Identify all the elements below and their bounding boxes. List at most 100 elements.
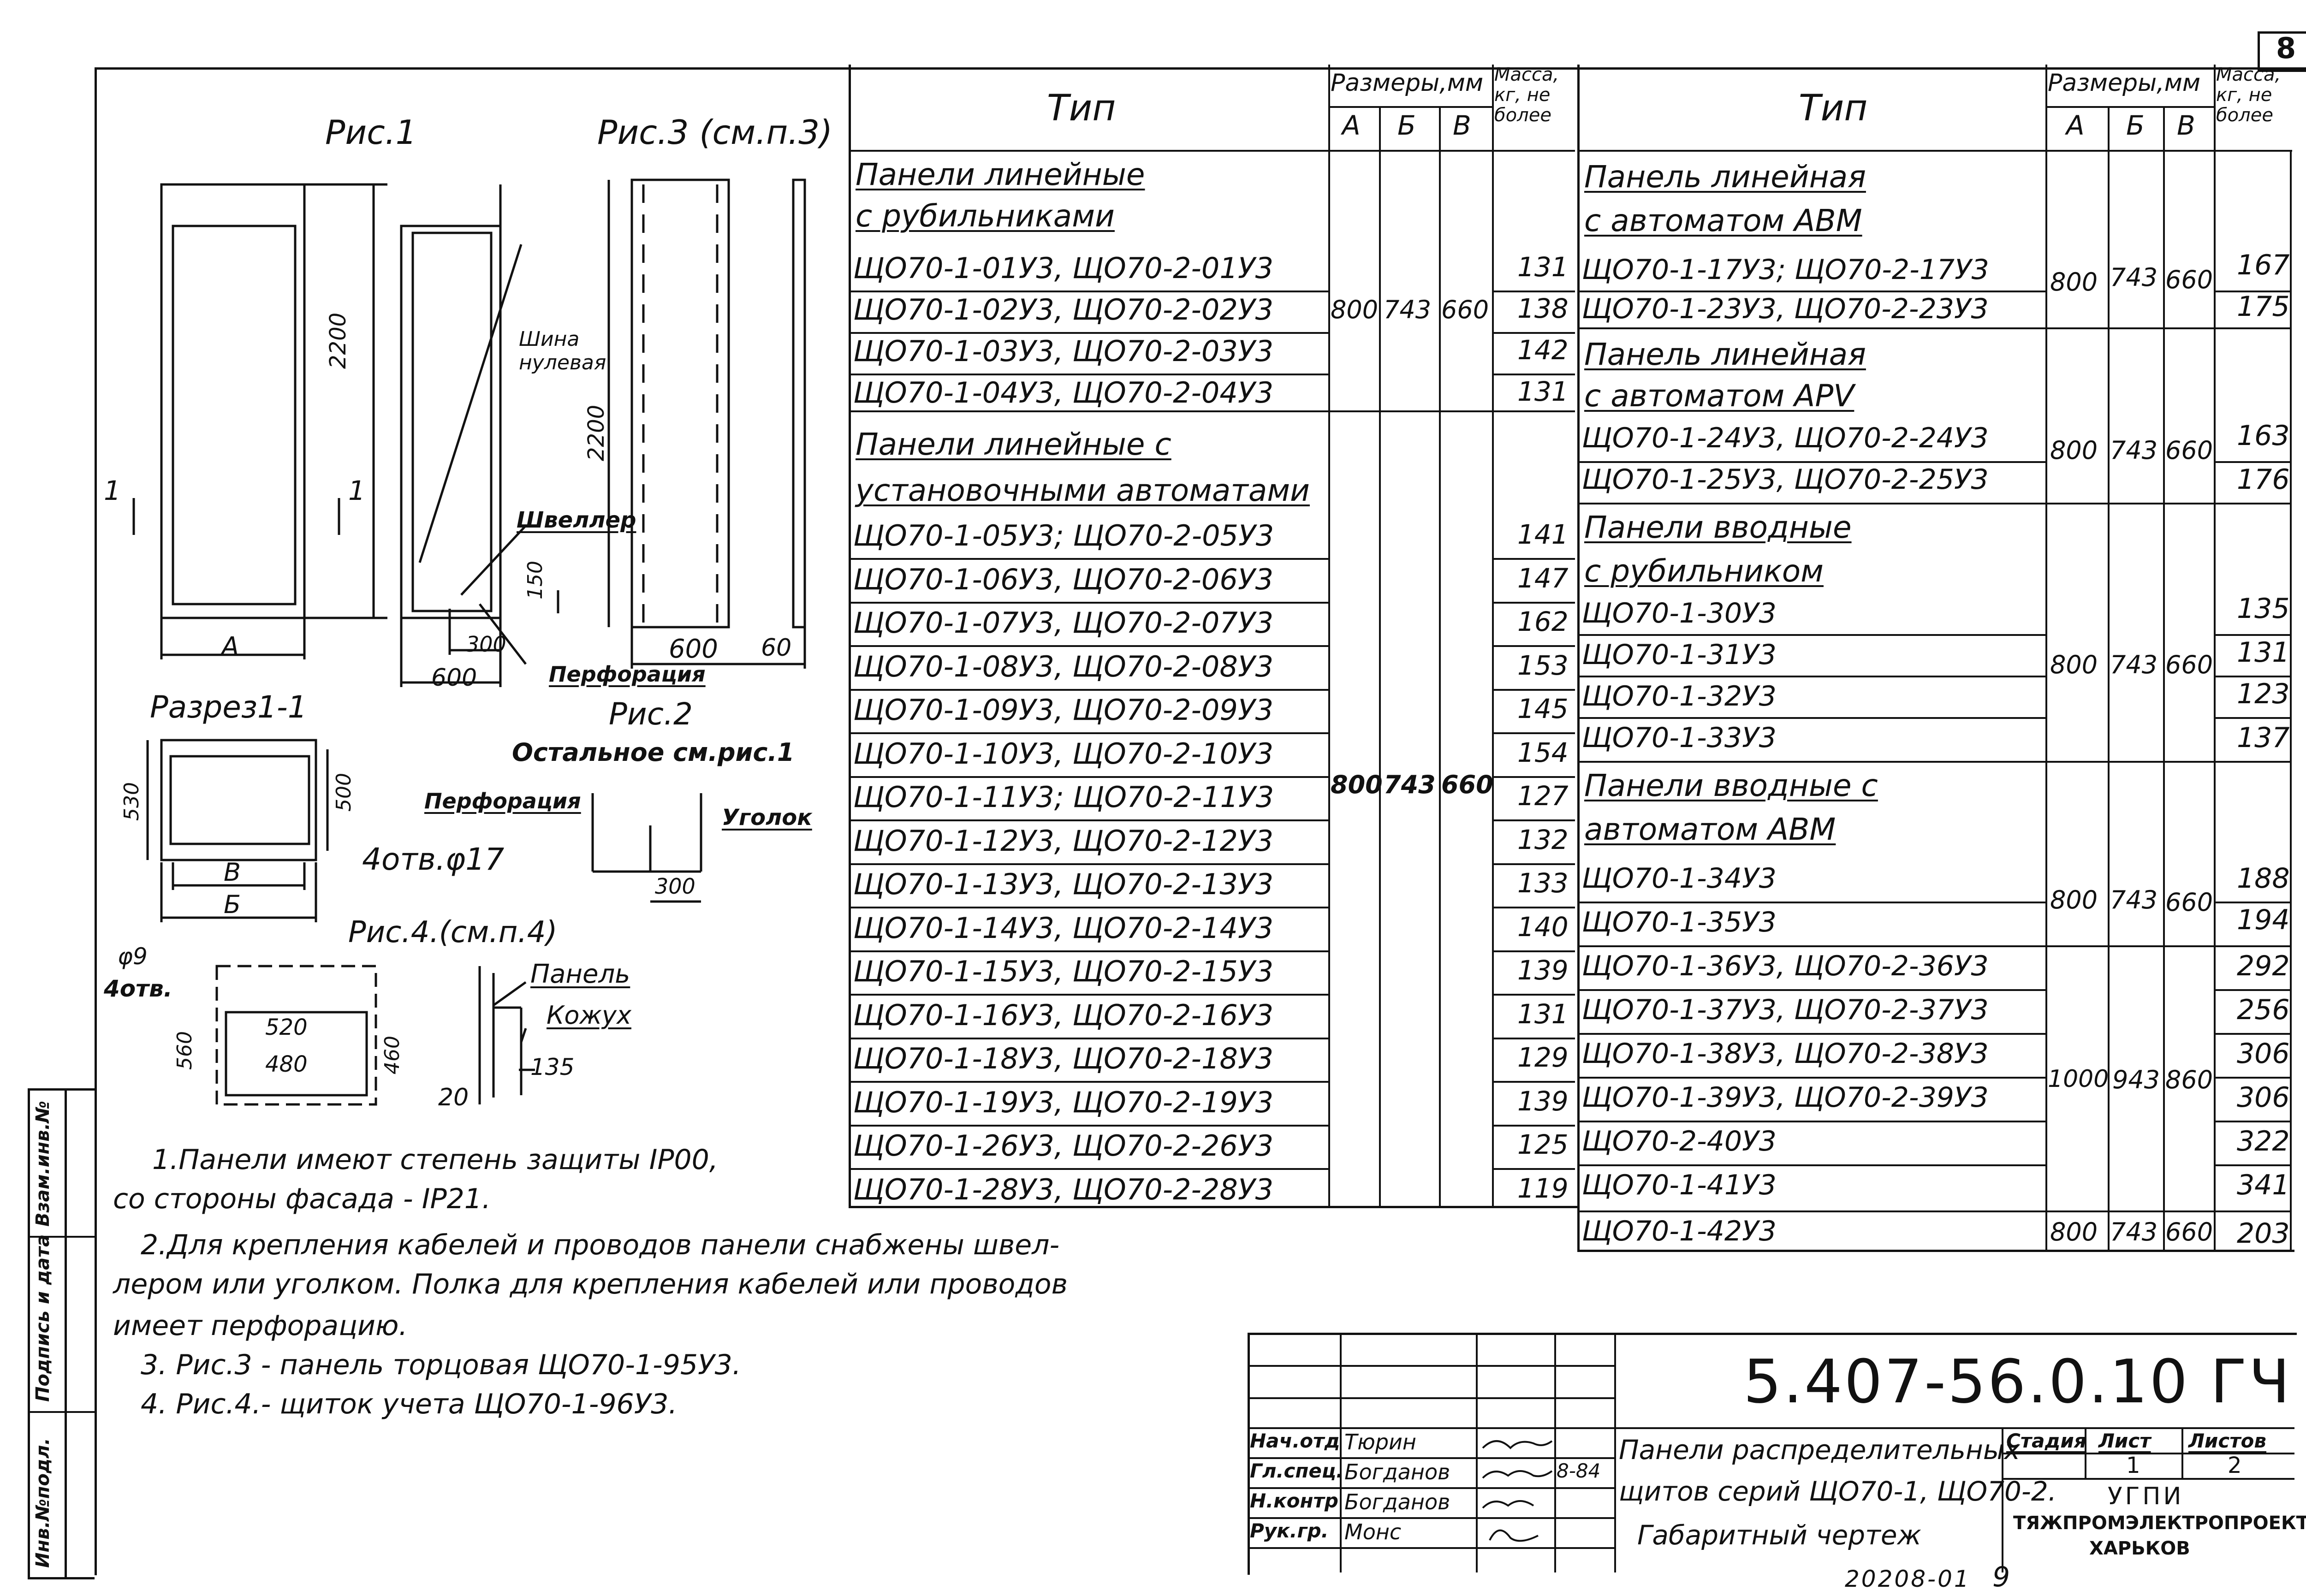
label-bus: Шина нулевая	[519, 327, 606, 374]
table-row-mass: 125	[1517, 1129, 1569, 1160]
sheet-label: Лист	[2098, 1430, 2151, 1452]
table-row: ЩО70-1-23У3, ЩО70-2-23У3	[1582, 293, 1989, 325]
table-row: ЩО70-1-33У3	[1582, 722, 1777, 754]
dim-60: 60	[761, 634, 792, 662]
table-row-mass: 133	[1517, 867, 1569, 899]
left-g1-size-B: 743	[1384, 295, 1432, 324]
table-row-mass: 256	[2237, 994, 2290, 1026]
table-row: ЩО70-1-36У3, ЩО70-2-36У3	[1582, 950, 1989, 982]
table-row: ЩО70-1-07У3, ЩО70-2-07У3	[853, 606, 1274, 640]
name-group-lead: Монс	[1344, 1519, 1402, 1544]
right-table-frame	[1577, 65, 2294, 1252]
table-row: ЩО70-1-04У3, ЩО70-2-04У3	[853, 376, 1274, 409]
table-row: ЩО70-1-03У3, ЩО70-2-03У3	[853, 334, 1274, 368]
table-row-mass: 153	[1517, 649, 1569, 681]
table-row-mass: 127	[1517, 780, 1569, 812]
right-g1-size-A: 800	[2050, 267, 2098, 297]
table-row: ЩО70-1-26У3, ЩО70-2-26У3	[853, 1129, 1274, 1163]
name-chief-spec: Богданов	[1344, 1460, 1450, 1484]
table-row: ЩО70-1-24У3, ЩО70-2-24У3	[1582, 422, 1989, 454]
table-row: ЩО70-1-38У3, ЩО70-2-38У3	[1582, 1038, 1989, 1070]
table-row: ЩО70-1-41У3	[1582, 1169, 1777, 1201]
dim-2200-fig3: 2200	[583, 404, 609, 461]
title-line-3: Габаритный чертеж	[1637, 1519, 1921, 1551]
table-row-mass: 132	[1517, 824, 1569, 855]
dim-600-fig2: 600	[431, 664, 477, 692]
fig1-title: Рис.1	[325, 113, 417, 152]
rest-see-label: Остальное см.рис.1	[512, 738, 795, 767]
table-row: 194	[2237, 904, 2290, 936]
right-g3-title1: Панели вводные	[1584, 510, 1852, 545]
label-perforation-fig2-detail: Перфорация	[424, 789, 581, 813]
right-g3-title2: с рубильником	[1584, 553, 1824, 589]
table-row: 131	[1517, 251, 1569, 283]
table-row-mass: 141	[1517, 519, 1569, 550]
table-row: ЩО70-1-09У3, ЩО70-2-09У3	[853, 693, 1274, 727]
label-panel: Панель	[530, 959, 630, 989]
left-header-A: А	[1342, 110, 1361, 141]
table-row: ЩО70-1-39У3, ЩО70-2-39У3	[1582, 1081, 1989, 1114]
note-line-7: 4. Рис.4.- щиток учета ЩО70-1-96У3.	[141, 1388, 678, 1420]
dim-480: 480	[265, 1051, 308, 1077]
fig4-outline	[215, 965, 377, 1106]
left-header-V: В	[1453, 110, 1471, 141]
table-row-mass: 139	[1517, 1085, 1569, 1117]
table-row: ЩО70-1-31У3	[1582, 639, 1777, 671]
table-row-mass: 322	[2237, 1125, 2290, 1157]
right-g6-size-A: 800	[2050, 1217, 2098, 1246]
table-row: ЩО70-1-06У3, ЩО70-2-06У3	[853, 562, 1274, 596]
right-g2-size-A: 800	[2050, 436, 2098, 465]
role-chief-spec: Гл.спец.	[1250, 1460, 1343, 1482]
right-g2-title2: с автоматом APV	[1584, 378, 1854, 414]
table-row: ЩО70-1-25У3, ЩО70-2-25У3	[1582, 463, 1989, 496]
note-line-6: 3. Рис.3 - панель торцовая ЩО70-1-95У3.	[141, 1349, 741, 1381]
role-head: Нач.отд	[1250, 1430, 1340, 1452]
table-row: ЩО70-1-34У3	[1582, 862, 1777, 895]
fig1-outline	[160, 183, 306, 619]
footer-page: 9	[1992, 1561, 2010, 1593]
dim-300-detail: 300	[655, 874, 695, 899]
org-line-2: ТЯЖПРОМЭЛЕКТРОПРОЕКТ	[2013, 1513, 2306, 1534]
table-row: 175	[2237, 291, 2290, 323]
left-header-sizes: Размеры,мм	[1331, 69, 1484, 97]
section-mark-left: 1	[104, 475, 121, 506]
fig1-inner	[172, 225, 297, 605]
role-norm-control: Н.контр	[1250, 1489, 1338, 1512]
table-row: 123	[2237, 678, 2290, 710]
table-row-mass: 306	[2237, 1081, 2290, 1114]
right-g3-size-V: 660	[2165, 650, 2213, 679]
right-header-type: Тип	[1799, 88, 1868, 129]
note-line-1: 1.Панели имеют степень защиты IP00,	[152, 1144, 718, 1176]
table-row: 167	[2237, 249, 2290, 281]
dim-phi9: φ9	[118, 943, 148, 970]
table-row-mass: 147	[1517, 562, 1569, 594]
dim-520: 520	[265, 1015, 308, 1040]
table-row: 131	[1517, 376, 1569, 407]
drawing-svg	[132, 178, 806, 1106]
right-g3-size-B: 743	[2110, 650, 2158, 679]
right-header-sizes: Размеры,мм	[2048, 69, 2201, 97]
title-line-1: Панели распределительных	[1619, 1434, 2020, 1465]
table-row-mass: 139	[1517, 955, 1569, 986]
side-stamp-inv-sub: Инв.№подл.	[32, 1438, 53, 1568]
fig3-outline	[630, 178, 730, 629]
dim-B: Б	[224, 890, 241, 919]
right-g2-size-B: 743	[2110, 436, 2158, 465]
left-header-B: Б	[1397, 110, 1416, 141]
fig2-title: Рис.2	[609, 696, 693, 732]
dim-530: 530	[120, 782, 143, 821]
right-header-mass: Масса, кг, не более	[2216, 64, 2281, 126]
right-g6-mass: 203	[2237, 1217, 2290, 1250]
right-g2-title1: Панель линейная	[1584, 337, 1866, 372]
drawing-frame-left	[95, 67, 97, 1575]
left-g1-size-A: 800	[1331, 295, 1379, 324]
fig2-outline	[400, 225, 502, 619]
table-row: ЩО70-1-28У3, ЩО70-2-28У3	[853, 1172, 1274, 1206]
table-row: ЩО70-1-42У3	[1582, 1215, 1777, 1247]
table-row: 131	[2237, 636, 2290, 669]
sheets-value: 2	[2228, 1453, 2242, 1478]
sheet-value: 1	[2126, 1453, 2140, 1478]
section-mark-right: 1	[348, 475, 365, 506]
dim-560: 560	[173, 1031, 196, 1070]
table-row: ЩО70-1-02У3, ЩО70-2-02У3	[853, 293, 1274, 326]
